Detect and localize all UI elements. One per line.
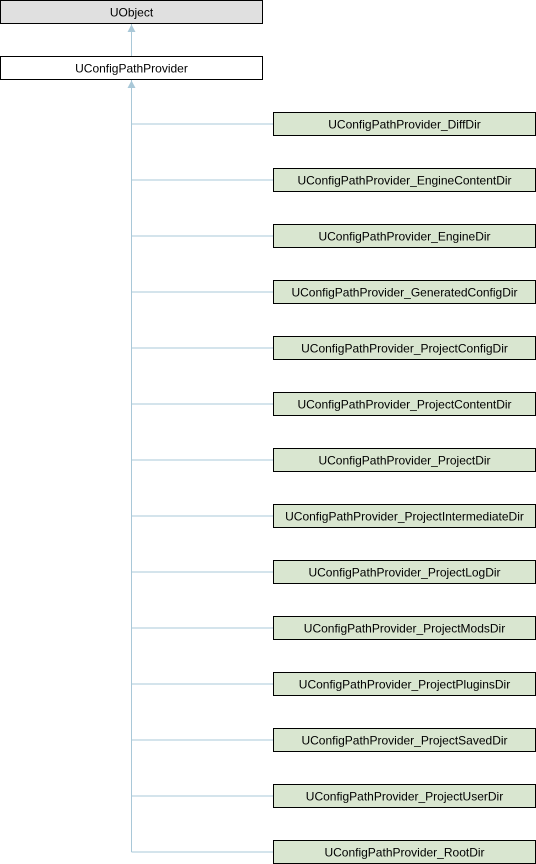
node-uconfigpathprovider-projectpluginsdir-label: UConfigPathProvider_ProjectPluginsDir xyxy=(299,678,510,692)
node-uconfigpathprovider-box xyxy=(0,56,263,80)
node-uconfigpathprovider-rootdir-label: UConfigPathProvider_RootDir xyxy=(324,846,484,860)
inheritance-edges xyxy=(127,24,274,853)
node-uconfigpathprovider-projectdir-label: UConfigPathProvider_ProjectDir xyxy=(318,454,490,468)
node-uconfigpathprovider-enginedir-label: UConfigPathProvider_EngineDir xyxy=(318,230,490,244)
node-uconfigpathprovider-projectlogdir-label: UConfigPathProvider_ProjectLogDir xyxy=(308,566,500,580)
node-uconfigpathprovider-generatedconfigdir[interactable]: UConfigPathProvider_GeneratedConfigDir xyxy=(273,280,536,304)
derived-classes: UConfigPathProvider_DiffDirUConfigPathPr… xyxy=(273,112,536,864)
node-uconfigpathprovider-projectuserdir[interactable]: UConfigPathProvider_ProjectUserDir xyxy=(273,784,536,808)
node-uconfigpathprovider-rootdir[interactable]: UConfigPathProvider_RootDir xyxy=(273,840,536,864)
node-uconfigpathprovider-projectdir[interactable]: UConfigPathProvider_ProjectDir xyxy=(273,448,536,472)
node-uconfigpathprovider-projectlogdir[interactable]: UConfigPathProvider_ProjectLogDir xyxy=(273,560,536,584)
node-uconfigpathprovider-projectpluginsdir[interactable]: UConfigPathProvider_ProjectPluginsDir xyxy=(273,672,536,696)
node-uconfigpathprovider-projectsaveddir-label: UConfigPathProvider_ProjectSavedDir xyxy=(301,734,507,748)
node-uconfigpathprovider-enginecontentdir[interactable]: UConfigPathProvider_EngineContentDir xyxy=(273,168,536,192)
node-uobject-label: UObject xyxy=(110,6,154,20)
node-uobject-box xyxy=(0,0,263,24)
node-uconfigpathprovider-projectsaveddir[interactable]: UConfigPathProvider_ProjectSavedDir xyxy=(273,728,536,752)
node-uconfigpathprovider-enginecontentdir-label: UConfigPathProvider_EngineContentDir xyxy=(297,174,511,188)
node-uconfigpathprovider-projectintermediatedir-label: UConfigPathProvider_ProjectIntermediateD… xyxy=(285,510,524,524)
node-uconfigpathprovider-diffdir-label: UConfigPathProvider_DiffDir xyxy=(328,118,481,132)
node-uobject[interactable]: UObject xyxy=(0,0,263,24)
node-uconfigpathprovider-projectintermediatedir[interactable]: UConfigPathProvider_ProjectIntermediateD… xyxy=(273,504,536,528)
node-uconfigpathprovider-projectuserdir-label: UConfigPathProvider_ProjectUserDir xyxy=(306,790,503,804)
arrowhead-root xyxy=(127,24,136,32)
node-uconfigpathprovider-projectmodsdir-label: UConfigPathProvider_ProjectModsDir xyxy=(304,622,505,636)
node-uconfigpathprovider-label: UConfigPathProvider xyxy=(75,62,188,76)
node-uconfigpathprovider-projectcontentdir[interactable]: UConfigPathProvider_ProjectContentDir xyxy=(273,392,536,416)
node-uconfigpathprovider-enginedir[interactable]: UConfigPathProvider_EngineDir xyxy=(273,224,536,248)
node-uconfigpathprovider-projectconfigdir[interactable]: UConfigPathProvider_ProjectConfigDir xyxy=(273,336,536,360)
node-uconfigpathprovider-projectcontentdir-label: UConfigPathProvider_ProjectContentDir xyxy=(297,398,511,412)
node-uconfigpathprovider-projectmodsdir[interactable]: UConfigPathProvider_ProjectModsDir xyxy=(273,616,536,640)
node-uconfigpathprovider-projectconfigdir-label: UConfigPathProvider_ProjectConfigDir xyxy=(301,342,508,356)
node-uconfigpathprovider-diffdir[interactable]: UConfigPathProvider_DiffDir xyxy=(273,112,536,136)
node-uconfigpathprovider[interactable]: UConfigPathProvider xyxy=(0,56,263,80)
node-uconfigpathprovider-generatedconfigdir-label: UConfigPathProvider_GeneratedConfigDir xyxy=(291,286,517,300)
arrowhead-base xyxy=(127,80,136,88)
